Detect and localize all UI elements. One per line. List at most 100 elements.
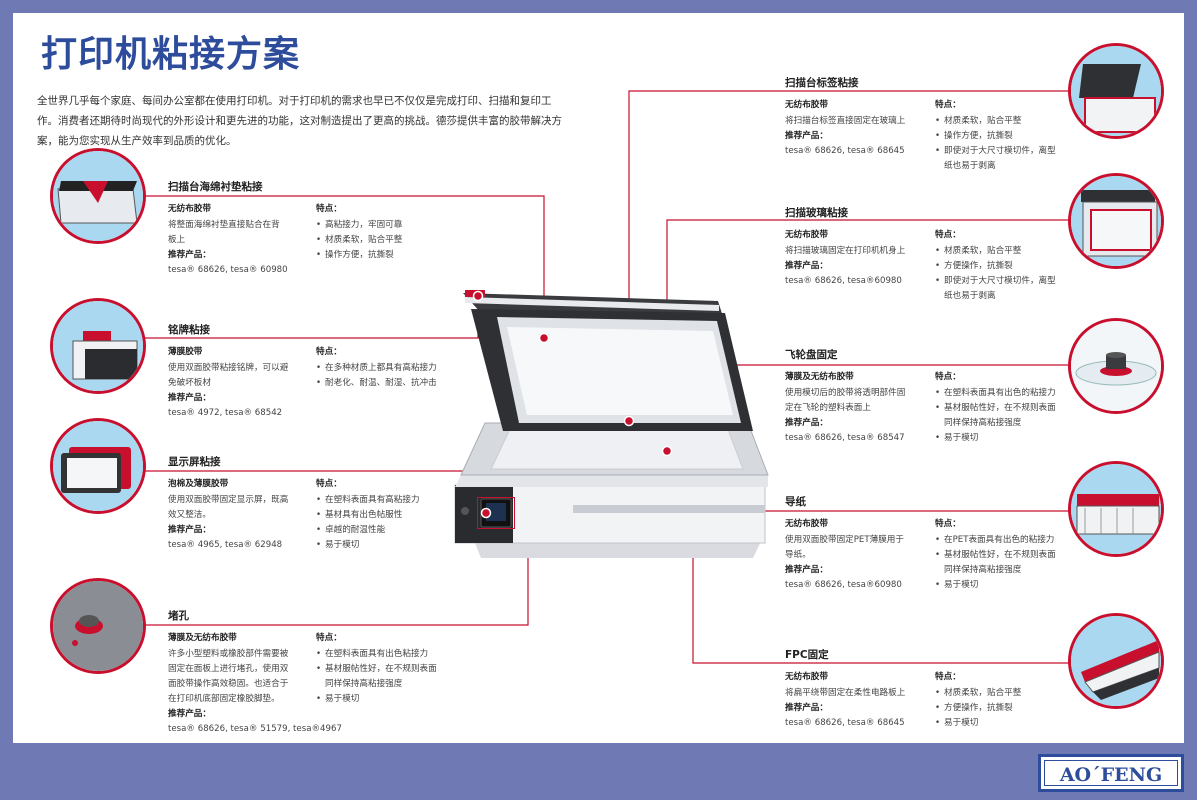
tape-type: 无纺布胶带 — [168, 204, 211, 214]
section-description: 将扫描玻璃固定在打印机机身上 推荐产品： tesa® 68626, tesa®6… — [785, 244, 905, 289]
page-title: 打印机粘接方案 — [41, 34, 301, 75]
features-list: 在塑料表面具有高粘接力 基材具有出色帖服性 卓越的耐温性能 易于模切 — [316, 493, 420, 553]
feature-item: 在塑料表面具有出色的粘接力 — [935, 386, 1056, 401]
features-label: 特点： — [316, 347, 342, 357]
dot-scanner-label — [623, 415, 635, 427]
desc-line: 导纸。 — [785, 550, 811, 560]
detail-circle-nameplate — [50, 298, 146, 394]
tape-type: 无纺布胶带 — [785, 230, 828, 240]
desc-line: 使用双面胶带粘接铭牌，可以避 — [168, 363, 289, 373]
section-title: 飞轮盘固定 — [785, 349, 838, 361]
recommended-products: tesa® 68626, tesa® 68645 — [785, 146, 905, 156]
display-highlight — [477, 497, 515, 529]
tape-type: 泡棉及薄膜胶带 — [168, 479, 229, 489]
tape-type: 薄膜及无纺布胶带 — [168, 633, 237, 643]
feature-item: 耐老化、耐温、耐湿、抗冲击 — [316, 376, 437, 391]
detail-circle-fpc — [1068, 613, 1164, 709]
feature-item: 易于模切 — [935, 431, 1056, 446]
recommended-label: 推荐产品： — [168, 525, 211, 535]
tape-type: 无纺布胶带 — [785, 519, 828, 529]
feature-item: 易于模切 — [316, 692, 437, 707]
feature-item: 方便操作，抗撕裂 — [935, 259, 1056, 274]
detail-circle-scanner-glass — [1068, 173, 1164, 269]
features-label: 特点： — [316, 204, 342, 214]
section-description: 许多小型塑料或橡胶部件需要被 固定在面板上进行堵孔，使用双 面胶带操作高效稳固。… — [168, 647, 342, 737]
recommended-label: 推荐产品： — [785, 703, 828, 713]
recommended-label: 推荐产品： — [785, 261, 828, 271]
detail-circle-display — [50, 418, 146, 514]
section-description: 将整面海绵衬垫直接贴合在背 板上 推荐产品： tesa® 68626, tesa… — [168, 218, 288, 278]
desc-line: 使用双面胶带固定PET薄膜用于 — [785, 535, 904, 545]
section-title: FPC固定 — [785, 649, 829, 661]
section-description: 将扫描台标签直接固定在玻璃上 推荐产品： tesa® 68626, tesa® … — [785, 114, 905, 159]
target-dots — [472, 290, 673, 519]
feature-item: 方便操作，抗撕裂 — [935, 701, 1021, 716]
features-list: 高粘接力，牢固可靠 材质柔软，贴合平整 操作方便，抗撕裂 — [316, 218, 402, 263]
section-description: 使用模切后的胶带将透明部件固 定在飞轮的塑料表面上 推荐产品： tesa® 68… — [785, 386, 905, 446]
recommended-label: 推荐产品： — [168, 709, 211, 719]
recommended-products: tesa® 68626, tesa® 68645 — [785, 718, 905, 728]
feature-item: 操作方便，抗撕裂 — [935, 129, 1056, 144]
tape-type: 无纺布胶带 — [785, 100, 828, 110]
detail-circle-paper-guide — [1068, 461, 1164, 557]
section-description: 使用双面胶带粘接铭牌，可以避 免破坏板材 推荐产品： tesa® 4972, t… — [168, 361, 288, 421]
section-description: 使用双面胶带固定显示屏，既高 效又整洁。 推荐产品： tesa® 4965, t… — [168, 493, 288, 553]
detail-circle-scanner-sponge — [50, 148, 146, 244]
feature-item: 在塑料表面具有高粘接力 — [316, 493, 420, 508]
recommended-label: 推荐产品： — [785, 565, 828, 575]
logo-text: AO´FENG — [1044, 760, 1178, 786]
aofeng-logo: AO´FENG — [1038, 754, 1184, 792]
recommended-products: tesa® 68626, tesa® 60980 — [168, 265, 288, 275]
leader-line-fpc — [692, 553, 1075, 664]
tape-type: 无纺布胶带 — [785, 672, 828, 682]
desc-line: 面胶带操作高效稳固。也适合于 — [168, 679, 289, 689]
section-title: 堵孔 — [168, 610, 189, 622]
dot-scanner-sponge — [538, 332, 550, 344]
desc-line: 定在飞轮的塑料表面上 — [785, 403, 871, 413]
desc-line: 使用模切后的胶带将透明部件固 — [785, 388, 906, 398]
desc-line: 将扁平绕带固定在柔性电路板上 — [785, 688, 906, 698]
recommended-products: tesa® 68626, tesa® 68547 — [785, 433, 905, 443]
desc-line: 效又整洁。 — [168, 510, 211, 520]
desc-line: 使用双面胶带固定显示屏，既高 — [168, 495, 289, 505]
features-label: 特点： — [935, 672, 961, 682]
section-title: 铭牌粘接 — [168, 324, 210, 336]
recommended-label: 推荐产品： — [168, 393, 211, 403]
desc-line: 将整面海绵衬垫直接贴合在背 — [168, 220, 280, 230]
dot-display — [480, 507, 492, 519]
section-description: 使用双面胶带固定PET薄膜用于 导纸。 推荐产品： tesa® 68626, t… — [785, 533, 904, 593]
section-plug-hole: 堵孔 薄膜及无纺布胶带 许多小型塑料或橡胶部件需要被 固定在面板上进行堵孔，使用… — [168, 609, 488, 743]
section-display: 显示屏粘接 泡棉及薄膜胶带 使用双面胶带固定显示屏，既高 效又整洁。 推荐产品：… — [168, 455, 468, 575]
recommended-products: tesa® 68626, tesa®60980 — [785, 276, 902, 286]
poster: 打印机粘接方案 全世界几乎每个家庭、每间办公室都在使用打印机。对于打印机的需求也… — [13, 13, 1184, 743]
feature-item: 高粘接力，牢固可靠 — [316, 218, 402, 233]
section-scanner-sponge: 扫描台海绵衬垫粘接 无纺布胶带 将整面海绵衬垫直接贴合在背 板上 推荐产品： t… — [168, 180, 458, 290]
features-label: 特点： — [935, 230, 961, 240]
features-label: 特点： — [935, 100, 961, 110]
section-nameplate: 铭牌粘接 薄膜胶带 使用双面胶带粘接铭牌，可以避 免破坏板材 推荐产品： tes… — [168, 323, 468, 433]
dot-nameplate — [472, 290, 484, 302]
feature-item: 在塑料表面具有出色粘接力 — [316, 647, 437, 662]
section-description: 将扁平绕带固定在柔性电路板上 推荐产品： tesa® 68626, tesa® … — [785, 686, 905, 731]
feature-item: 易于模切 — [316, 538, 420, 553]
recommended-label: 推荐产品： — [168, 250, 211, 260]
recommended-label: 推荐产品： — [785, 418, 828, 428]
section-fpc: FPC固定 无纺布胶带 将扁平绕带固定在柔性电路板上 推荐产品： tesa® 6… — [785, 648, 1075, 743]
features-list: 材质柔软，贴合平整 方便操作，抗撕裂 易于模切 — [935, 686, 1021, 731]
section-scanner-glass: 扫描玻璃粘接 无纺布胶带 将扫描玻璃固定在打印机机身上 推荐产品： tesa® … — [785, 206, 1075, 316]
section-title: 扫描台标签粘接 — [785, 77, 859, 89]
features-list: 在多种材质上都具有高粘接力 耐老化、耐温、耐湿、抗冲击 — [316, 361, 437, 391]
dot-scanner-glass — [661, 445, 673, 457]
detail-circle-flywheel — [1068, 318, 1164, 414]
feature-item: 材质柔软，贴合平整 — [935, 686, 1021, 701]
feature-item: 在PET表面具有出色的粘接力 — [935, 533, 1056, 548]
recommended-products: tesa® 4972, tesa® 68542 — [168, 408, 283, 418]
